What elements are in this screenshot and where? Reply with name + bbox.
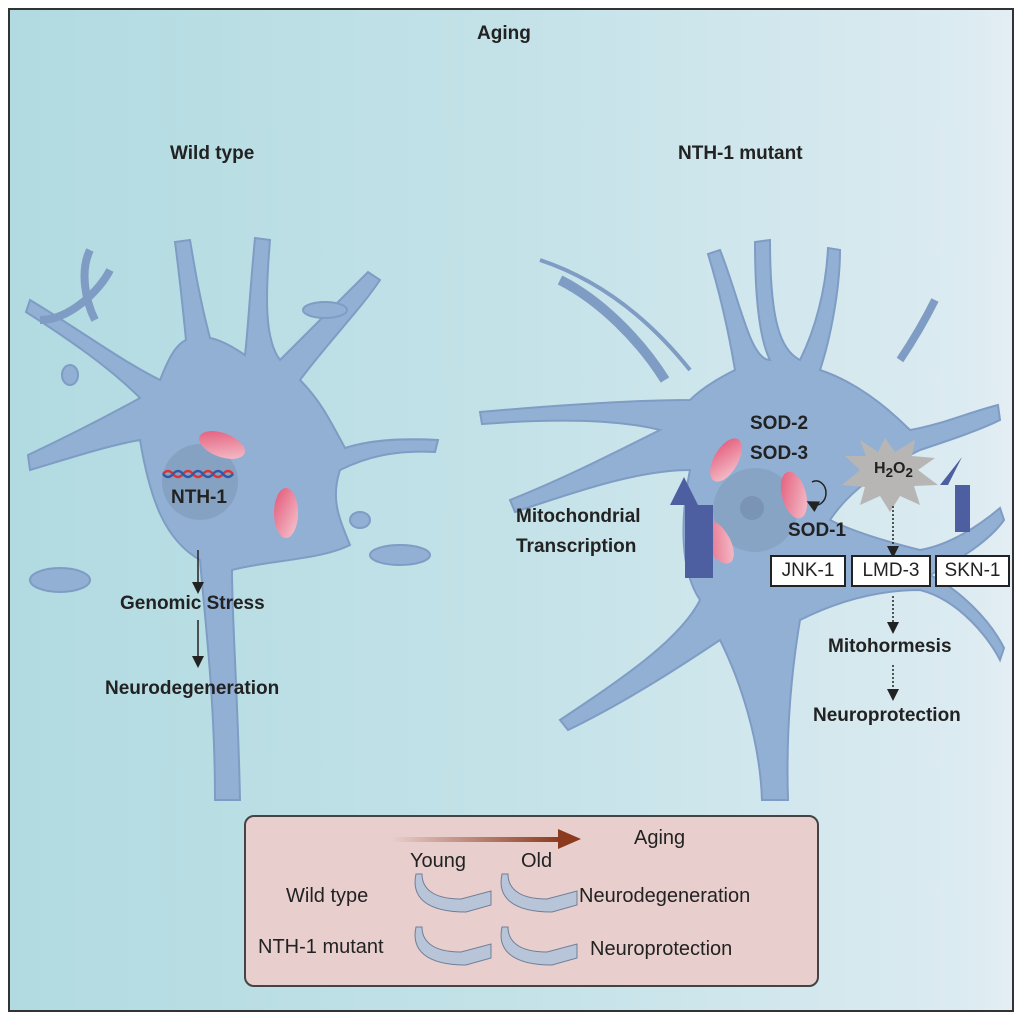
legend-old-label: Old bbox=[521, 850, 553, 872]
jnk1-box: JNK-1 bbox=[770, 555, 846, 587]
nth1-gene-label: NTH-1 bbox=[171, 487, 227, 508]
legend-row-outcome: Neurodegeneration bbox=[579, 885, 751, 907]
figure-title: Aging bbox=[477, 23, 531, 44]
up-arrow-icon bbox=[940, 457, 970, 532]
legend-row-label: Wild type bbox=[286, 885, 369, 907]
legend-art bbox=[391, 829, 581, 966]
mitochondrion-icon bbox=[274, 488, 298, 538]
nth1-mutant-title: NTH-1 mutant bbox=[678, 143, 803, 164]
neurodegeneration-label: Neurodegeneration bbox=[105, 678, 280, 699]
cycle-arrow-icon bbox=[806, 480, 827, 513]
nucleus bbox=[162, 444, 238, 520]
mitochondrion-icon bbox=[199, 431, 245, 459]
legend-box: Aging Young Old Wild type Neurodegenerat… bbox=[244, 815, 819, 987]
lmd3-box: LMD-3 bbox=[851, 555, 931, 587]
genomic-stress-label: Genomic Stress bbox=[120, 593, 265, 614]
mitochondrion-icon bbox=[710, 438, 742, 482]
legend-row-label: NTH-1 mutant bbox=[258, 936, 384, 958]
sod2-label: SOD-2 bbox=[750, 413, 809, 434]
mitohormesis-label: Mitohormesis bbox=[828, 636, 952, 657]
sod1-label: SOD-1 bbox=[788, 520, 847, 541]
wild-type-neuron bbox=[24, 236, 440, 801]
skn1-box: SKN-1 bbox=[935, 555, 1010, 587]
h2o2-label: H2O2 bbox=[874, 460, 913, 481]
h2o2-burst-icon bbox=[842, 438, 938, 512]
up-arrow-icon bbox=[670, 477, 713, 578]
aging-arrow bbox=[391, 837, 561, 842]
worm-icons bbox=[414, 873, 578, 966]
wild-type-title: Wild type bbox=[170, 143, 255, 164]
legend-row-outcome: Neuroprotection bbox=[590, 938, 733, 960]
sod3-label: SOD-3 bbox=[750, 443, 809, 464]
legend-young-label: Young bbox=[410, 850, 466, 872]
neuroprotection-label: Neuroprotection bbox=[813, 705, 961, 726]
mito-transcription-line1: Mitochondrial bbox=[516, 506, 641, 527]
mito-transcription-line2: Transcription bbox=[516, 536, 637, 557]
mitochondrion-icon bbox=[780, 471, 808, 519]
legend-aging-label: Aging bbox=[634, 827, 686, 849]
